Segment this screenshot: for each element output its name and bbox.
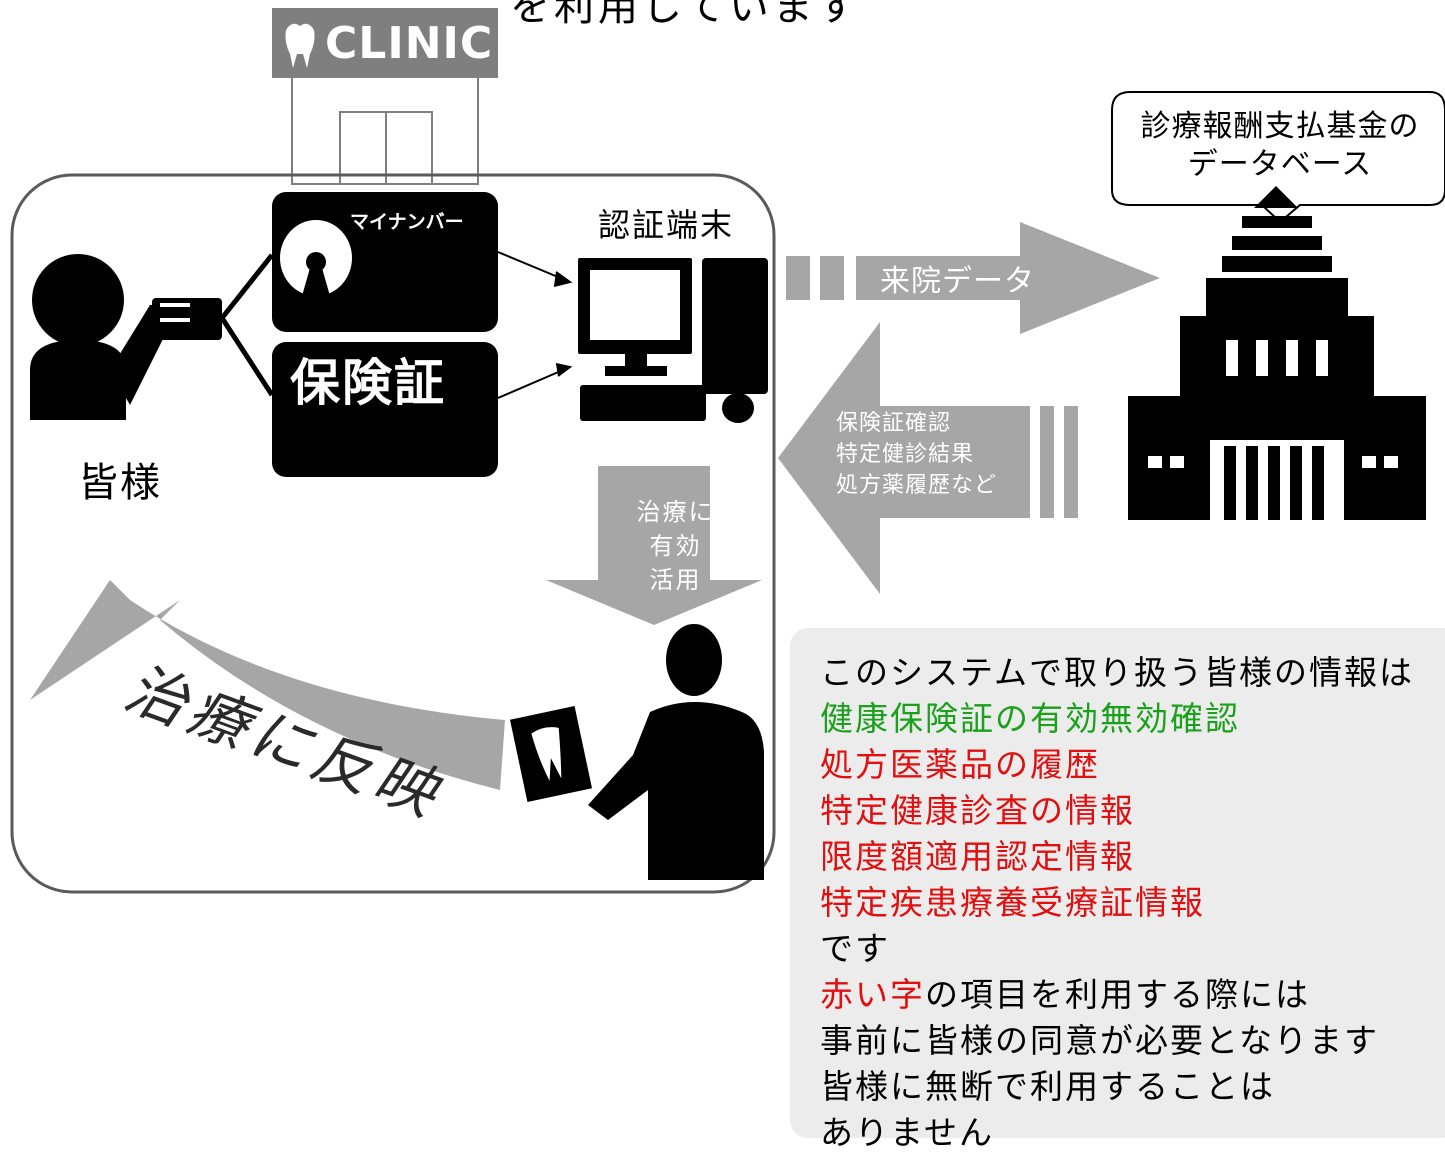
returned-info-line: 処方薬履歴など <box>836 473 998 498</box>
hand-card-icon <box>152 298 222 340</box>
treatment-use-line: 治療に <box>636 498 715 526</box>
top-caption: を利用しています <box>510 0 861 30</box>
returned-info-line: 保険証確認 <box>836 411 952 436</box>
terminal-label: 認証端末 <box>598 206 735 244</box>
patient-label: 皆様 <box>78 460 162 506</box>
returned-info-arrow <box>778 322 1078 594</box>
info-item: 処方医薬品の履歴 <box>820 745 1100 784</box>
info-item: 特定健康診査の情報 <box>820 791 1135 830</box>
visit-data-label: 来院データ <box>880 264 1035 299</box>
database-building-icon <box>1128 186 1426 520</box>
clinic-sign-text: CLINIC <box>325 18 494 69</box>
returned-info-label: 保険証確認 特定健診結果 処方薬履歴など <box>836 408 997 501</box>
visit-data-arrow <box>786 222 1160 334</box>
info-consent-line: 赤い字の項目を利用する際には <box>820 972 1414 1018</box>
tooth-icon <box>285 23 315 68</box>
insurance-card-label: 保険証 <box>290 354 446 412</box>
info-consent-line: 事前に皆様の同意が必要となります <box>820 1021 1380 1060</box>
insurance-card <box>272 342 498 477</box>
info-desu: です <box>820 929 890 968</box>
database-speech-box <box>1111 91 1445 224</box>
treatment-use-line: 有効 <box>649 532 702 560</box>
info-box <box>790 628 1445 1138</box>
treatment-use-line: 活用 <box>649 566 702 594</box>
red-word: 赤い字 <box>820 975 925 1014</box>
xray-film-icon <box>509 706 593 802</box>
mynumber-card-label: マイナンバー <box>350 211 464 233</box>
clinic-building <box>272 8 498 185</box>
clinic-room-frame <box>10 173 776 894</box>
card-to-terminal-arrows <box>497 251 573 399</box>
info-intro: このシステムで取り扱う皆様の情報は <box>820 653 1415 692</box>
database-label-line: データベース <box>1187 147 1373 182</box>
reflect-arrow <box>30 580 505 790</box>
treatment-use-arrow <box>546 466 762 625</box>
info-line-tail: の項目を利用する際には <box>925 975 1310 1014</box>
info-consent-line: 皆様に無断で利用することは <box>820 1067 1275 1106</box>
info-consent-line: ありません <box>820 1113 995 1152</box>
treatment-use-label: 治療に 有効 活用 <box>548 495 803 597</box>
info-item: 限度額適用認定情報 <box>820 837 1135 876</box>
info-item: 特定疾患療養受療証情報 <box>820 883 1205 922</box>
dentist-silhouette <box>588 624 764 880</box>
info-text: このシステムで取り扱う皆様の情報は 健康保険証の有効無効確認 処方医薬品の履歴 … <box>820 650 1414 1156</box>
mynumber-card <box>272 192 498 332</box>
returned-info-line: 特定健診結果 <box>836 442 975 467</box>
database-label-line: 診療報酬支払基金の <box>1140 109 1420 144</box>
info-item: 健康保険証の有効無効確認 <box>820 699 1240 738</box>
computer-icon <box>578 258 768 423</box>
database-label: 診療報酬支払基金の データベース <box>1115 108 1445 184</box>
